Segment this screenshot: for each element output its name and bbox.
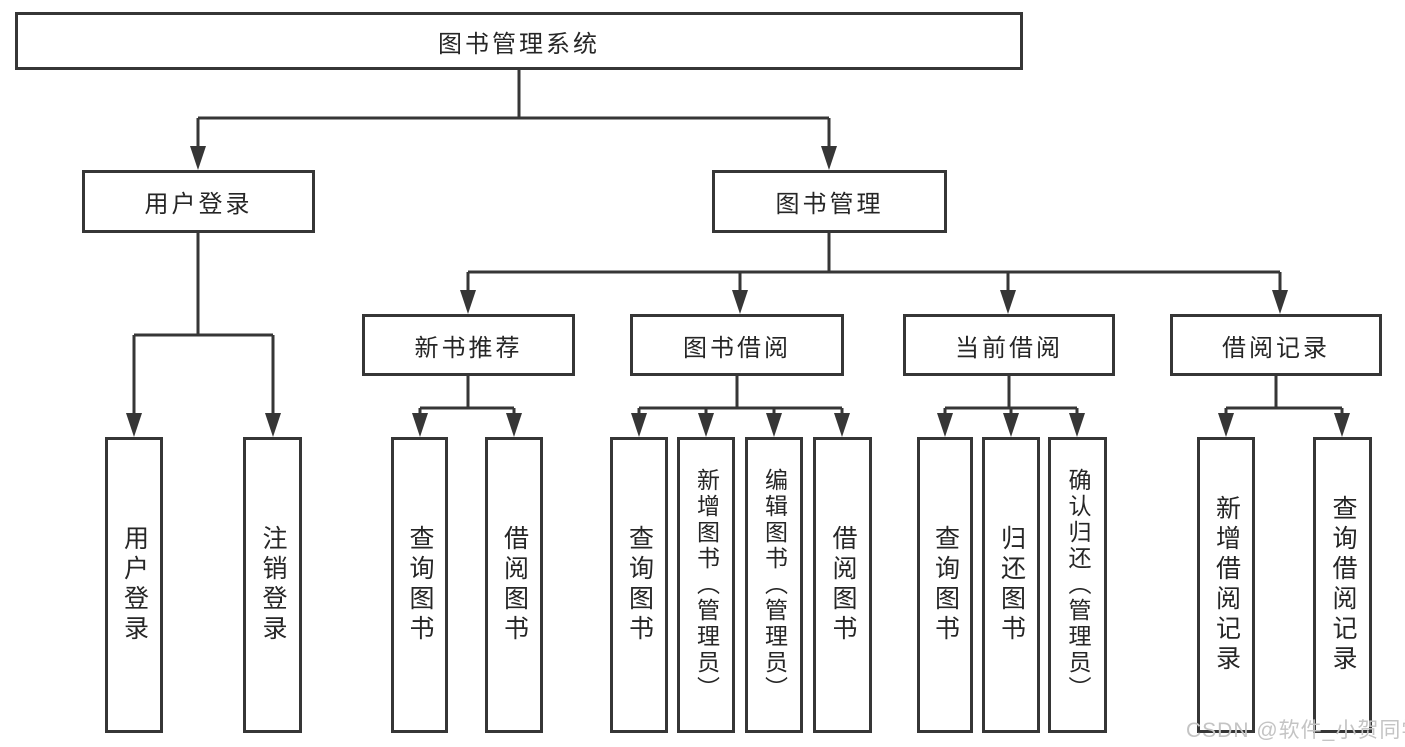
leaf-br-query-record: 查询借阅记录 [1313,437,1372,733]
node-book-borrowing: 图书借阅 [630,314,844,376]
leaf-br-add-record: 新增借阅记录 [1197,437,1255,733]
node-current-borrowing: 当前借阅 [903,314,1115,376]
leaf-user-login: 用户登录 [105,437,163,733]
leaf-bb-add-books: 新增图书（管理员） [677,437,735,733]
leaf-bb-edit-books: 编辑图书（管理员） [745,437,803,733]
edge-borrowing-records-to-leaves [1218,376,1350,437]
leaf-nbr-borrow-books: 借阅图书 [485,437,543,733]
leaf-bb-query-books: 查询图书 [610,437,668,733]
edge-book-management-to-level3 [460,233,1288,314]
edge-current-borrowing-to-leaves [937,376,1085,437]
leaf-bb-borrow-books: 借阅图书 [813,437,872,733]
leaf-logout: 注销登录 [243,437,302,733]
node-user-login: 用户登录 [82,170,315,233]
node-root: 图书管理系统 [15,12,1023,70]
node-new-book-recommend: 新书推荐 [362,314,575,376]
edge-new-book-recommend-to-leaves [412,376,522,437]
leaf-cb-query-books: 查询图书 [917,437,973,733]
node-borrowing-records: 借阅记录 [1170,314,1382,376]
edge-user-login-to-leaves [126,233,281,437]
csdn-watermark: CSDN @软件_小贺同学 [1186,719,1405,742]
leaf-cb-return-books: 归还图书 [982,437,1040,733]
leaf-cb-confirm-return: 确认归还（管理员） [1048,437,1107,733]
node-book-management: 图书管理 [712,170,947,233]
leaf-nbr-query-books: 查询图书 [391,437,448,733]
edge-book-borrowing-to-leaves [631,376,850,437]
edge-root-to-level2 [190,70,837,170]
